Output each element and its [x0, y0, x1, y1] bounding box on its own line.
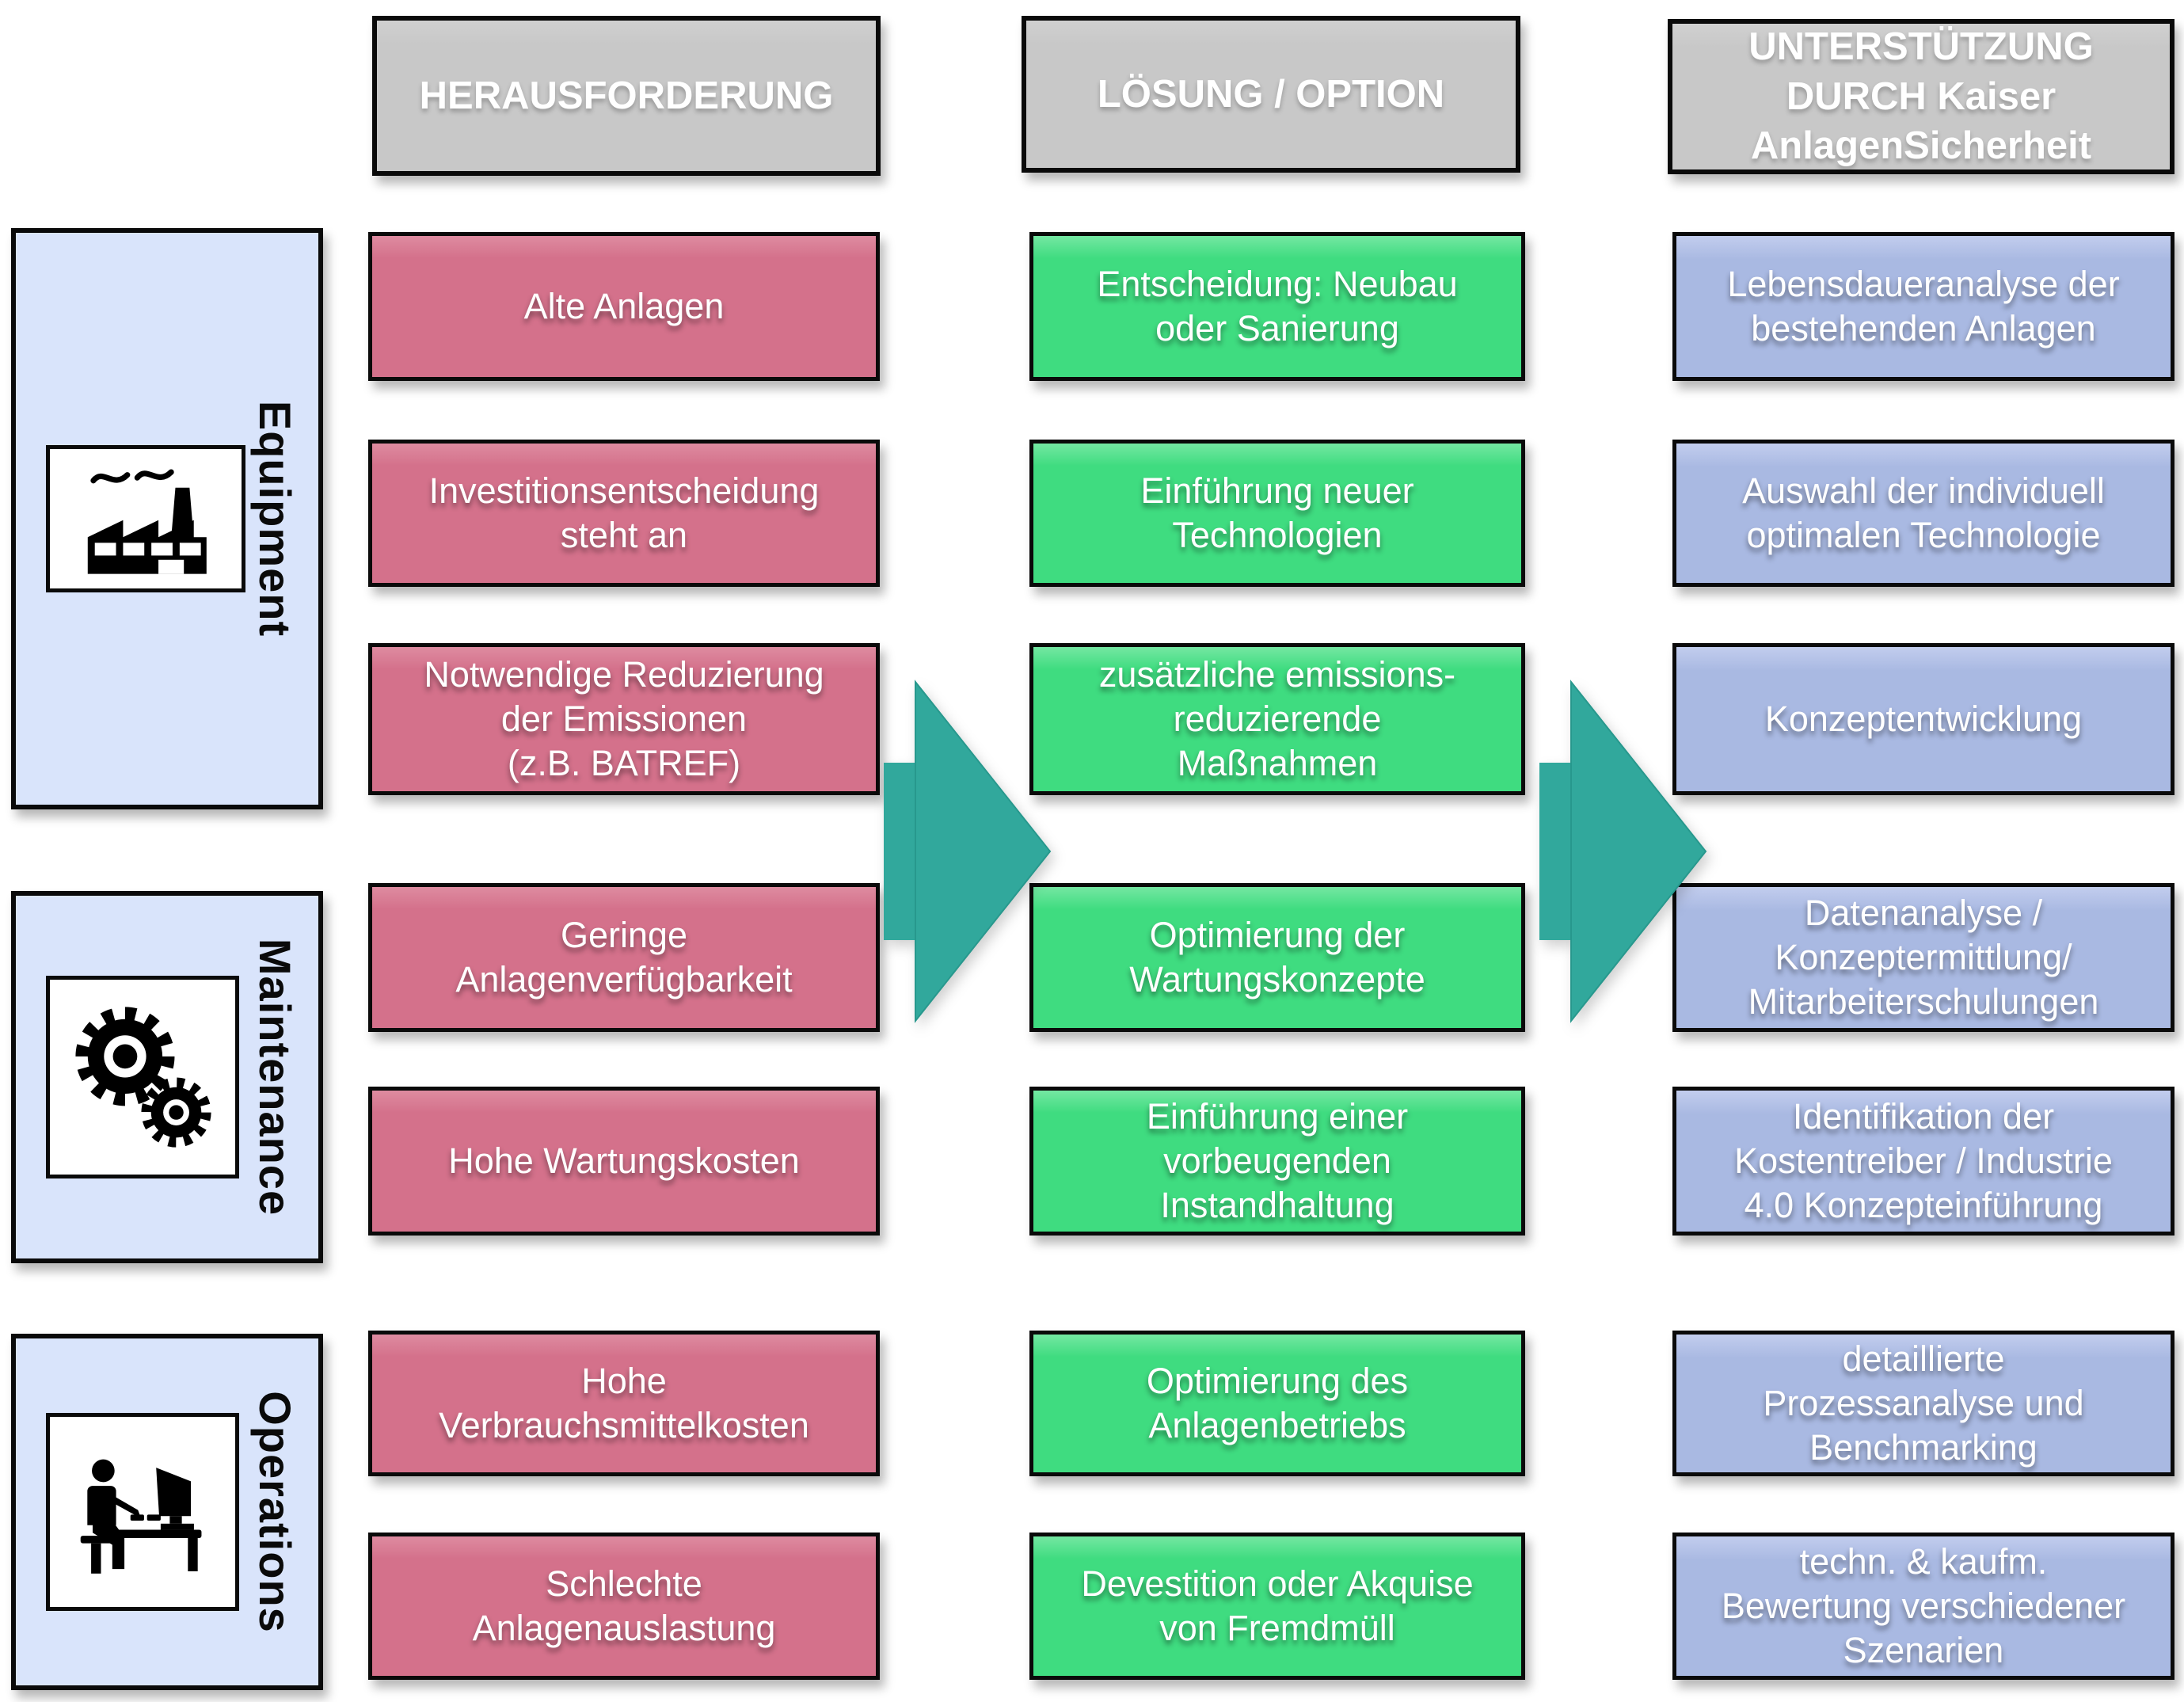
challenge-alte-anlagen: Alte Anlagen — [368, 232, 880, 381]
challenge-verbrauchsmittelkosten: Hohe Verbrauchsmittelkosten — [368, 1331, 880, 1476]
header-unterstuetzung: UNTERSTÜTZUNG DURCH Kaiser AnlagenSicher… — [1668, 19, 2174, 174]
challenge-anlagenverfuegbarkeit: Geringe Anlagenverfügbarkeit — [368, 883, 880, 1032]
category-equipment: Equipment — [11, 228, 323, 809]
right-arrow-icon — [1539, 680, 1707, 1023]
support-szenarien-bewertung: techn. & kaufm. Bewertung verschiedener … — [1672, 1533, 2174, 1680]
solution-wartungskonzepte: Optimierung der Wartungskonzepte — [1029, 883, 1525, 1032]
support-prozessanalyse-benchmarking: detaillierte Prozessanalyse und Benchmar… — [1672, 1331, 2174, 1476]
solution-anlagenbetrieb: Optimierung des Anlagenbetriebs — [1029, 1331, 1525, 1476]
support-kostentreiber-industrie40: Identifikation der Kostentreiber / Indus… — [1672, 1087, 2174, 1236]
challenge-investitionsentscheidung: Investitionsentscheidung steht an — [368, 440, 880, 587]
solution-emissionsmassnahmen: zusätzliche emissions- reduzierende Maßn… — [1029, 643, 1525, 795]
header-loesung-option: LÖSUNG / OPTION — [1022, 16, 1520, 173]
category-maintenance: Maintenance — [11, 891, 323, 1263]
challenge-anlagenauslastung: Schlechte Anlagenauslastung — [368, 1533, 880, 1680]
right-arrow-icon — [884, 680, 1052, 1023]
support-konzeptentwicklung: Konzeptentwicklung — [1672, 643, 2174, 795]
category-operations: Operations — [11, 1334, 323, 1690]
solution-vorbeugende-instandhaltung: Einführung einer vorbeugenden Instandhal… — [1029, 1087, 1525, 1236]
category-label-equipment: Equipment — [250, 400, 300, 638]
gears-icon — [74, 1006, 211, 1148]
solution-devestition-akquise: Devestition oder Akquise von Fremdmüll — [1029, 1533, 1525, 1680]
challenge-wartungskosten: Hohe Wartungskosten — [368, 1087, 880, 1236]
support-technologie-auswahl: Auswahl der individuell optimalen Techno… — [1672, 440, 2174, 587]
gears-icon-frame — [46, 976, 239, 1178]
operator-at-computer-icon — [80, 1459, 202, 1574]
factory-icon — [87, 469, 207, 574]
category-label-operations: Operations — [250, 1391, 300, 1633]
header-herausforderung: HERAUSFORDERUNG — [372, 16, 881, 176]
factory-icon-frame — [46, 445, 245, 592]
solution-neue-technologien: Einführung neuer Technologien — [1029, 440, 1525, 587]
category-label-maintenance: Maintenance — [250, 938, 300, 1217]
support-datenanalyse: Datenanalyse / Konzeptermittlung/ Mitarb… — [1672, 883, 2174, 1032]
operator-icon-frame — [46, 1413, 239, 1611]
solution-neubau-sanierung: Entscheidung: Neubau oder Sanierung — [1029, 232, 1525, 381]
support-lebensdaueranalyse: Lebensdaueranalyse der bestehenden Anlag… — [1672, 232, 2174, 381]
challenge-emissionsreduzierung: Notwendige Reduzierung der Emissionen (z… — [368, 643, 880, 795]
